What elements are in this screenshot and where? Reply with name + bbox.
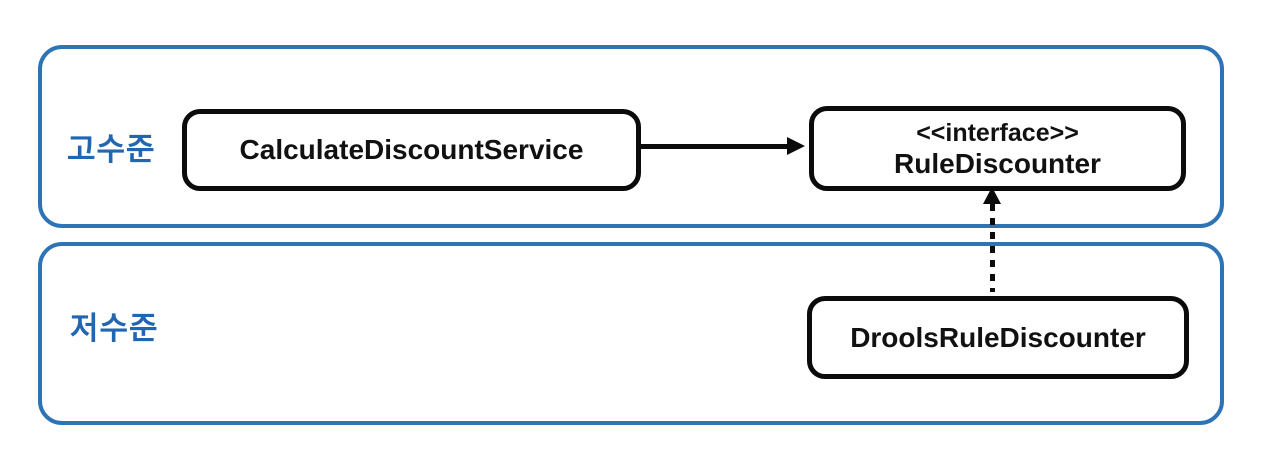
drools-rule-discounter-node: DroolsRuleDiscounter bbox=[807, 296, 1189, 379]
low-level-layer-container: 저수준 DroolsRuleDiscounter bbox=[38, 242, 1224, 425]
realization-arrow-head-icon bbox=[983, 187, 1001, 204]
rule-discounter-interface-node: <<interface>> RuleDiscounter bbox=[809, 106, 1186, 191]
drools-rule-discounter-label: DroolsRuleDiscounter bbox=[850, 321, 1146, 353]
interface-name-label: RuleDiscounter bbox=[894, 147, 1101, 179]
low-level-layer-label: 저수준 bbox=[70, 311, 159, 346]
realization-dotted-arrow-shaft bbox=[990, 204, 995, 292]
calculate-discount-service-node: CalculateDiscountService bbox=[182, 109, 641, 191]
calculate-discount-service-label: CalculateDiscountService bbox=[239, 134, 584, 165]
high-level-layer-label: 고수준 bbox=[67, 132, 156, 167]
dependency-arrow-shaft bbox=[640, 144, 788, 149]
high-level-layer-container: 고수준 CalculateDiscountService <<interface… bbox=[38, 45, 1224, 228]
dependency-arrow-head-icon bbox=[787, 137, 805, 155]
interface-stereotype-label: <<interface>> bbox=[916, 118, 1079, 147]
